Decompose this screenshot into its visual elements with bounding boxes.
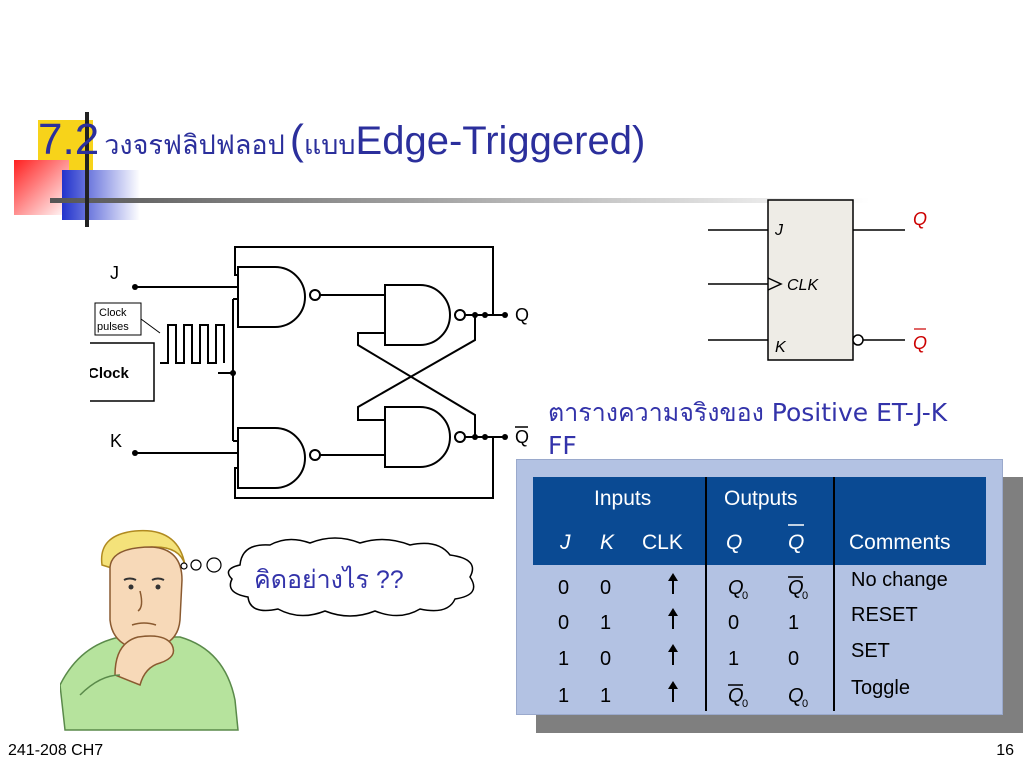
clk-rising-edge-icon — [668, 573, 678, 581]
symbol-out-q: Q — [913, 209, 927, 229]
cell-q: 1 — [728, 648, 739, 670]
cell-qbar: 1 — [788, 612, 799, 634]
face — [109, 546, 183, 648]
clock-pulses — [160, 324, 225, 364]
header-k: K — [600, 531, 615, 554]
cell-k: 0 — [600, 648, 611, 670]
cell-j: 0 — [558, 577, 569, 599]
vertical-bar — [85, 112, 89, 227]
cell-qbar: 0 — [788, 648, 799, 670]
cell-comment: No change — [851, 569, 948, 591]
header-inputs: Inputs — [594, 487, 651, 510]
thought-bubble: คิดอย่างไร ?? — [180, 537, 475, 617]
cell-qbar-sub: 0 — [802, 698, 808, 710]
header-qbar: Q — [788, 531, 804, 554]
cell-j: 0 — [558, 612, 569, 634]
jk-flipflop-symbol: J CLK K Q Q — [708, 199, 927, 361]
header-clk: CLK — [642, 531, 683, 554]
cell-k: 0 — [600, 577, 611, 599]
cell-q-sub: 0 — [742, 590, 748, 602]
clock-pulses-label-1: Clock — [99, 307, 127, 319]
symbol-pin-j: J — [774, 222, 784, 239]
symbol-box — [767, 199, 854, 361]
header-outputs: Outputs — [724, 487, 798, 510]
header-comments: Comments — [849, 531, 951, 554]
hand — [114, 635, 175, 687]
clk-rising-edge-icon — [668, 644, 678, 652]
slide-title: 7.2 วงจรฟลิปฟลอป (แบบEdge-Triggered) — [38, 118, 645, 162]
cell-q: 0 — [728, 612, 739, 634]
cell-qbar-sub: 0 — [802, 590, 808, 602]
clock-box — [90, 342, 155, 402]
header-q: Q — [726, 531, 742, 554]
blue-square — [62, 170, 140, 220]
output-q-label: Q — [515, 305, 529, 325]
cell-qbar: Q — [788, 577, 804, 599]
input-j-label: J — [110, 263, 119, 283]
cell-k: 1 — [600, 612, 611, 634]
nand-gate-lower-left — [237, 427, 306, 489]
symbol-out-qbar: Q — [913, 333, 927, 353]
bubble-cloud — [227, 537, 475, 617]
title-thai-small: แบบ — [303, 130, 356, 161]
input-k-label: K — [110, 431, 122, 451]
symbol-pin-clk: CLK — [787, 277, 819, 294]
cell-k: 1 — [600, 685, 611, 707]
thought-text: คิดอย่างไร ?? — [254, 565, 404, 594]
cell-j: 1 — [558, 648, 569, 670]
clk-rising-edge-icon — [668, 681, 678, 689]
cell-qbar: Q — [788, 685, 804, 707]
title-english: Edge-Triggered) — [355, 119, 646, 163]
nand-gate-lower-right — [384, 406, 451, 468]
output-qbar-label: Q — [515, 427, 529, 447]
page-number: 16 — [996, 742, 1014, 759]
nand-gate-upper-left — [237, 266, 306, 328]
truth-table-caption: ตารางความจริงของ Positive ET-J-K FF — [548, 398, 948, 460]
jk-flipflop-circuit: Clock pulses Clock J K Q Q — [90, 246, 529, 499]
shirt — [60, 636, 239, 731]
title-paren: ( — [289, 116, 304, 163]
nand-gate-upper-right — [384, 284, 451, 346]
header-j: J — [559, 531, 571, 554]
cell-comment: Toggle — [851, 677, 910, 699]
cell-q: Q — [728, 685, 744, 707]
symbol-pin-k: K — [775, 339, 787, 356]
clock-box-label: Clock — [90, 365, 130, 382]
cell-comment: RESET — [851, 604, 918, 626]
feedback-wire-top — [234, 246, 494, 316]
title-thai: วงจรฟลิปฟลอป — [104, 130, 285, 161]
title-decoration — [14, 112, 870, 227]
cell-q: Q — [728, 577, 744, 599]
title-underline — [50, 198, 870, 203]
thinking-person-illustration — [60, 529, 239, 731]
clock-pulses-label-2: pulses — [97, 321, 129, 333]
table-header-bg — [533, 477, 986, 565]
cell-q-sub: 0 — [742, 698, 748, 710]
footer-course-label: 241-208 CH7 — [8, 742, 104, 759]
clk-rising-edge-icon — [668, 608, 678, 616]
cell-comment: SET — [851, 640, 890, 662]
cell-j: 1 — [558, 685, 569, 707]
red-square — [14, 160, 69, 215]
title-number: 7.2 — [38, 115, 100, 164]
